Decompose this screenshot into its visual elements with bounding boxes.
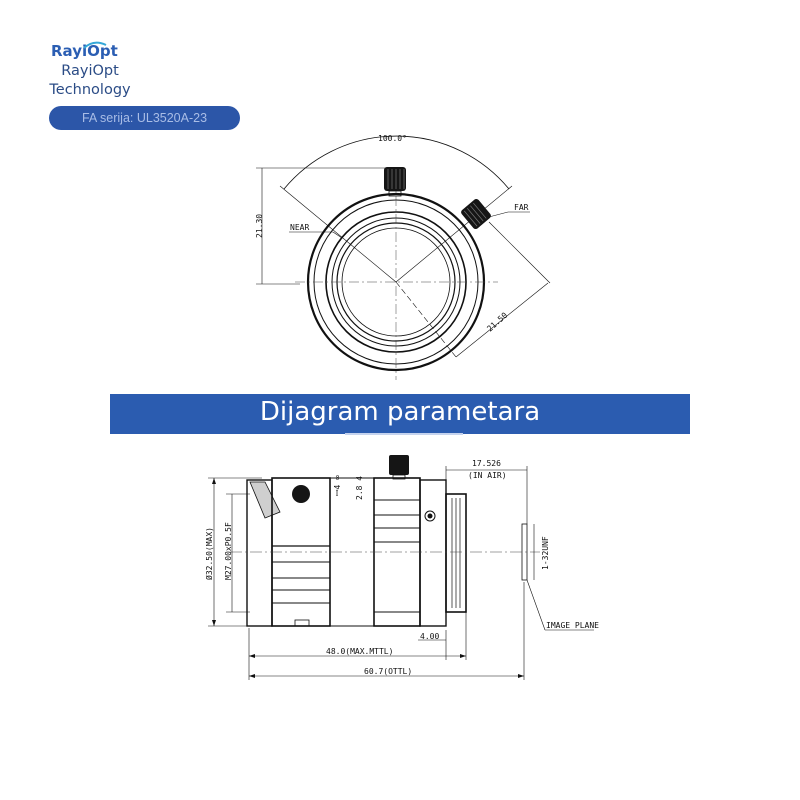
far-label: FAR [514, 203, 529, 212]
company-logo: RayiOpt [51, 41, 118, 60]
far-focus-knob [461, 198, 491, 230]
diameter-label: Ø32.50(MAX) [204, 527, 214, 580]
image-plane-label: IMAGE PLANE [546, 621, 599, 630]
flange-dimension-label: 4.00 [420, 632, 439, 641]
banner-underline [345, 433, 463, 435]
company-name-line2: Technology [49, 82, 131, 98]
company-name-line1: RayiOpt [61, 63, 119, 79]
section-title-banner: Dijagram parametara [110, 394, 690, 434]
ottl-length-label: 60.7(OTTL) [364, 667, 412, 676]
barrel-marking: ꟷ4 ∞ [333, 475, 342, 496]
filter-thread-label: M27.00xP0.5F [224, 522, 233, 580]
near-label: NEAR [290, 223, 309, 232]
height-dimension-label: 21.30 [255, 214, 264, 238]
near-focus-knob [384, 167, 406, 197]
logo-swoosh-icon [83, 41, 107, 49]
mttl-length-label: 48.0(MAX.MTTL) [326, 647, 393, 656]
logo-wordmark: RayiOpt [51, 42, 118, 60]
series-badge: FA serija: UL3520A-23 [49, 106, 240, 130]
back-focus-label: 17.526 [472, 459, 501, 468]
angle-label: 100.0° [378, 134, 407, 143]
back-focus-note: (IN AIR) [468, 471, 507, 480]
barrel-scale-marking: 2.8 4 [355, 476, 364, 500]
mount-thread-label: 1-32UNF [541, 536, 550, 570]
front-view-diagram: 100.0° 21.30 21.50 NEAR FAR [255, 134, 551, 380]
company-name: RayiOpt Technology [44, 62, 136, 100]
